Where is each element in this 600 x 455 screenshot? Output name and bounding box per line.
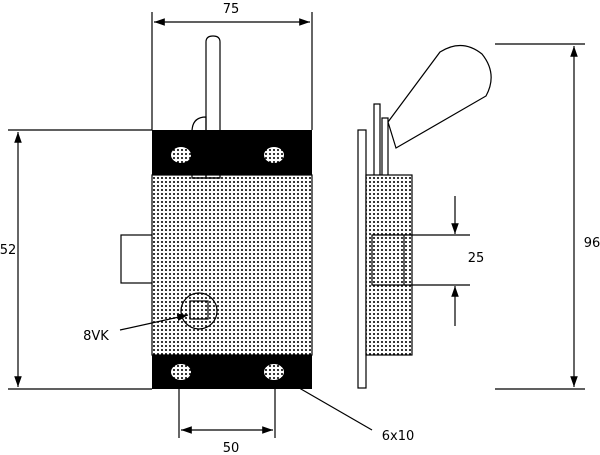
- side-lever-paddle: [387, 44, 492, 149]
- lever-collar: [191, 116, 207, 179]
- side-slot: [371, 234, 405, 286]
- label-key: 8VK: [83, 329, 109, 344]
- lock-body: [151, 174, 313, 356]
- label-width-top: 75: [223, 2, 240, 17]
- side-back-plate: [357, 129, 367, 389]
- front-view: [120, 35, 313, 389]
- dimension-lines: [8, 12, 585, 438]
- label-bottom-spacing: 50: [223, 441, 240, 455]
- side-body: [365, 174, 413, 356]
- label-height-left: 52: [0, 243, 16, 258]
- key-circle: [180, 292, 218, 330]
- side-view: [357, 44, 492, 389]
- lever-handle: [205, 35, 221, 179]
- hole-leader: [293, 384, 373, 431]
- label-height-right: 96: [584, 236, 600, 251]
- key-leader: [119, 313, 189, 331]
- top-right-hole: [264, 147, 284, 163]
- bottom-right-hole: [264, 364, 284, 380]
- bolt-left: [120, 234, 154, 284]
- bottom-left-hole: [171, 364, 191, 380]
- label-slot-height: 25: [468, 251, 485, 266]
- key-square-icon: [189, 300, 209, 320]
- label-hole: 6x10: [382, 429, 415, 444]
- side-lever-stem-2: [381, 117, 389, 177]
- top-left-hole: [171, 147, 191, 163]
- side-lever-stem-1: [373, 103, 381, 177]
